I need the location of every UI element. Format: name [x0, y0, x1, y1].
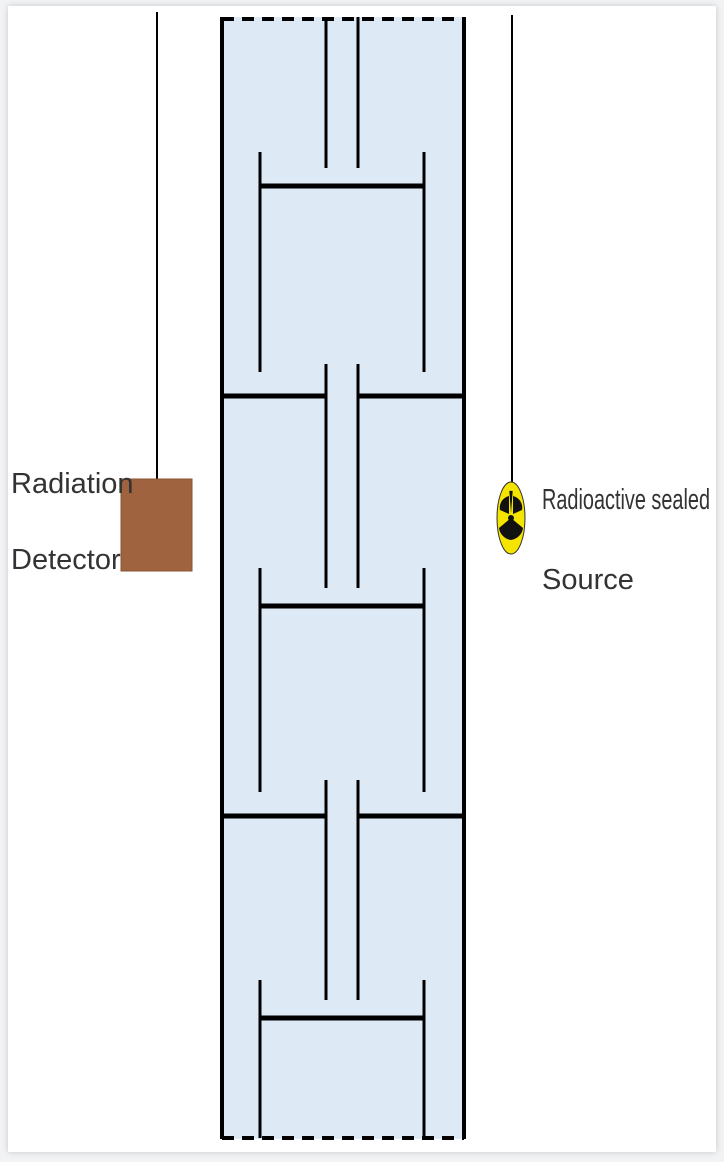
center-tray-1 [258, 152, 426, 372]
detector-label-line2: Detector [11, 544, 121, 576]
radiation-detector-box [120, 478, 193, 572]
side-tray-4 [224, 780, 462, 1000]
center-tray-3 [258, 568, 426, 792]
center-tray-5 [258, 980, 426, 1138]
detector-label-line1: Radiation [11, 468, 134, 500]
source-label-line2: Source [542, 564, 634, 596]
source-label-line1: Radioactive sealed [542, 484, 710, 516]
downcomer-1 [324, 17, 360, 168]
side-tray-2 [224, 364, 462, 588]
radiation-trefoil-icon [496, 481, 526, 555]
